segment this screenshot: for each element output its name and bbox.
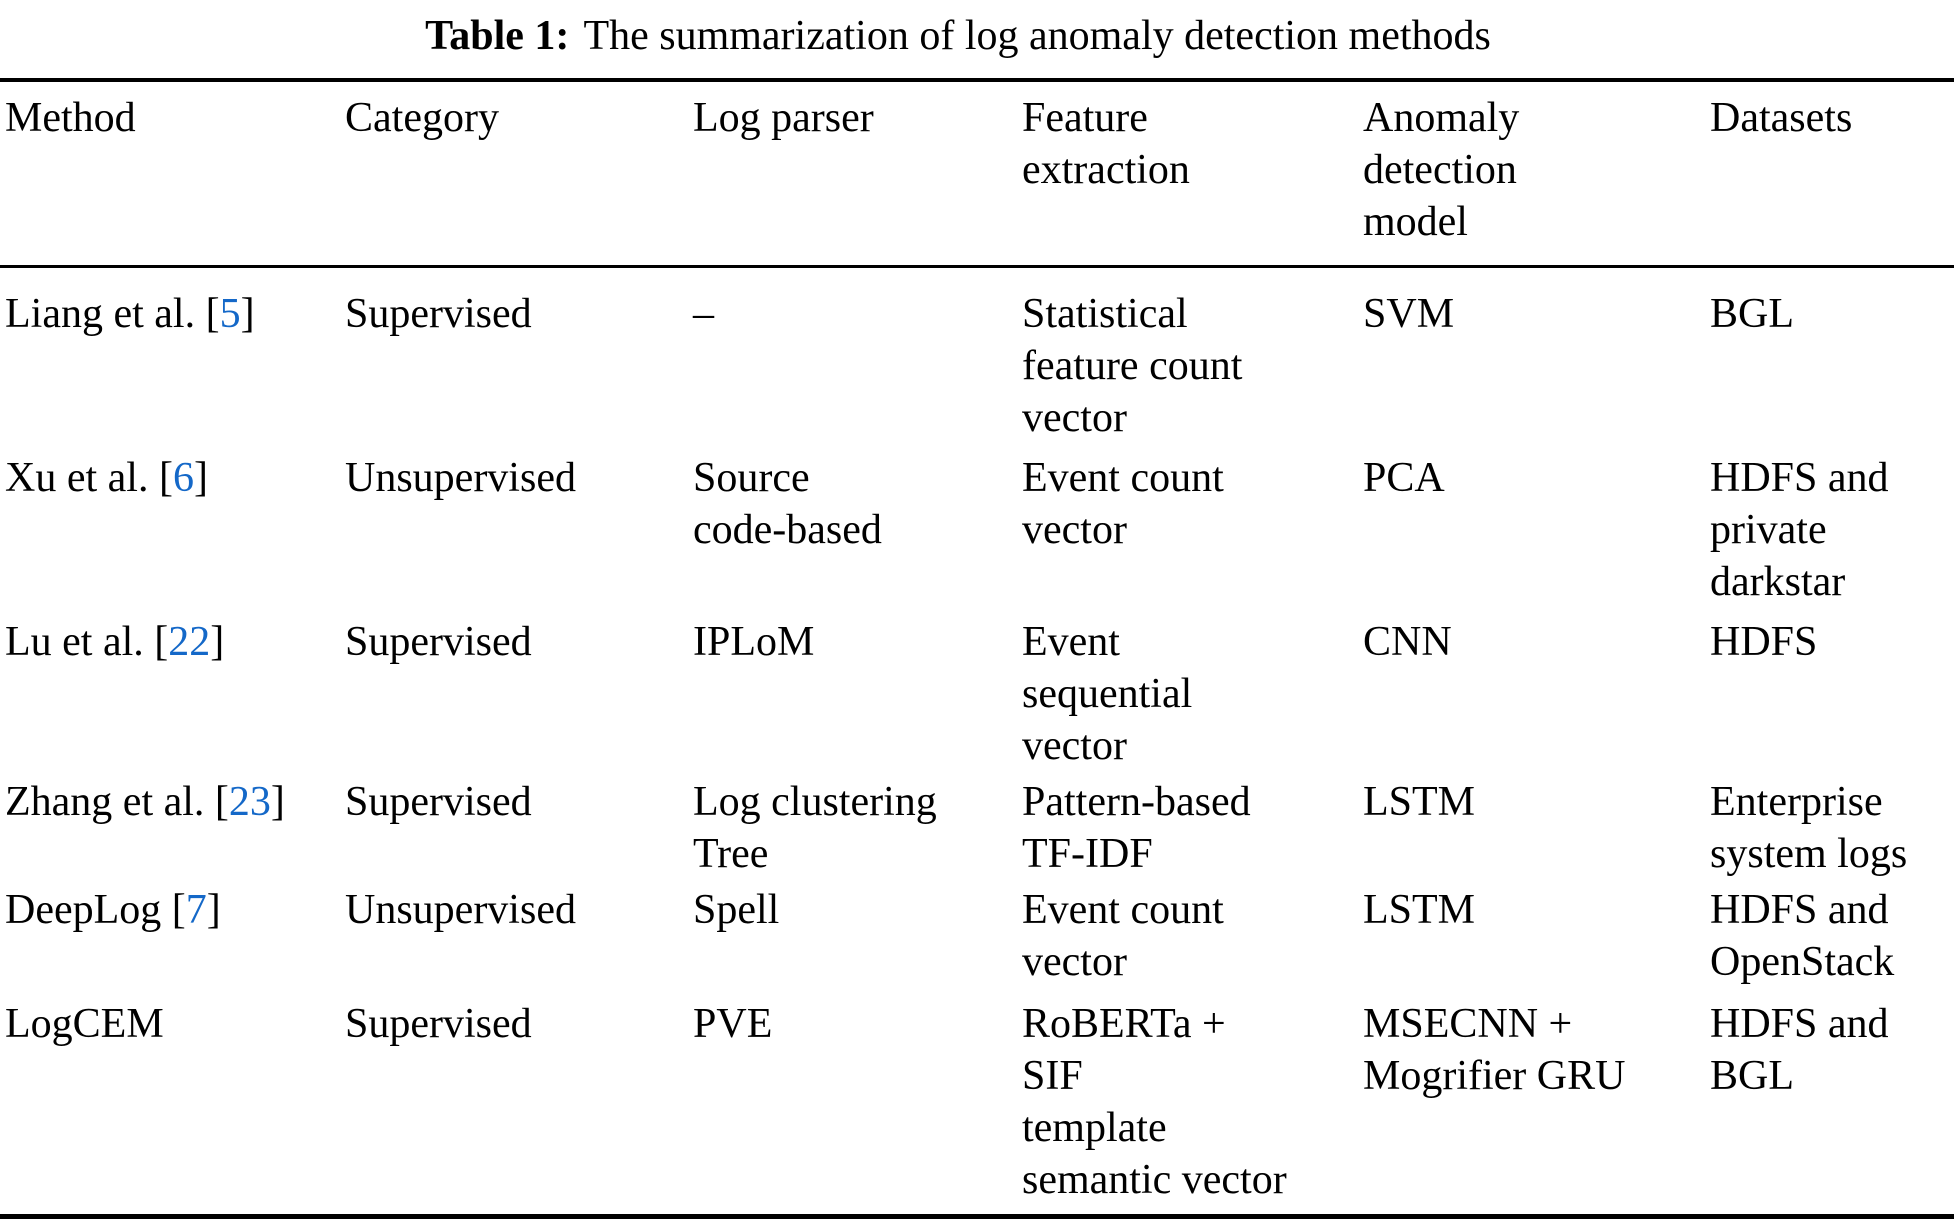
feature-extraction-cell: Pattern-based TF-IDF	[1022, 779, 1251, 877]
table-row: Liang et al. [5] Supervised – Statistica…	[0, 267, 1954, 445]
col-header-feature-extraction: Feature extraction	[1017, 80, 1358, 268]
method-name: Lu et al. [	[5, 619, 169, 665]
method-bracket: ]	[206, 887, 221, 933]
method-name: DeepLog [	[5, 887, 186, 933]
datasets-cell: Enterprise system logs	[1710, 779, 1908, 877]
caption-label: Table 1:	[425, 13, 570, 59]
method-cell: Zhang et al. [23]	[0, 772, 340, 880]
method-name: Liang et al. [	[5, 291, 220, 337]
col-header-category: Category	[340, 80, 688, 268]
datasets-cell: HDFS and private darkstar	[1710, 455, 1889, 605]
col-header-method: Method	[0, 80, 340, 268]
table-row: DeepLog [7] Unsupervised Spell Event cou…	[0, 880, 1954, 988]
table-row: Lu et al. [22] Supervised IPLoM Event se…	[0, 608, 1954, 772]
category-cell: Supervised	[345, 619, 532, 665]
datasets-cell: HDFS	[1710, 619, 1818, 665]
log-parser-cell: Source code-based	[693, 455, 882, 553]
category-cell: Supervised	[345, 779, 532, 825]
method-cell: Lu et al. [22]	[0, 608, 340, 772]
model-cell: MSECNN + Mogrifier GRU	[1363, 1001, 1626, 1099]
method-cell: Liang et al. [5]	[0, 267, 340, 445]
table-row: LogCEM Supervised PVE RoBERTa + SIF temp…	[0, 988, 1954, 1217]
feature-extraction-cell: Statistical feature count vector	[1022, 291, 1243, 441]
log-parser-cell: IPLoM	[693, 619, 815, 665]
caption-text: The summarization of log anomaly detecti…	[583, 13, 1491, 59]
model-cell: PCA	[1363, 455, 1445, 501]
citation-link[interactable]: 6	[172, 455, 194, 501]
citation-link[interactable]: 7	[185, 887, 207, 933]
model-cell: SVM	[1363, 291, 1455, 337]
model-cell: LSTM	[1363, 779, 1476, 825]
method-cell: LogCEM	[0, 988, 340, 1217]
method-name: Xu et al. [	[5, 455, 173, 501]
method-cell: DeepLog [7]	[0, 880, 340, 988]
feature-extraction-cell: Event sequential vector	[1022, 619, 1193, 769]
table-caption: Table 1: The summarization of log anomaly…	[0, 0, 1954, 62]
table-row: Zhang et al. [23] Supervised Log cluster…	[0, 772, 1954, 880]
method-bracket: ]	[193, 455, 208, 501]
model-cell: CNN	[1363, 619, 1452, 665]
method-name: Zhang et al. [	[5, 779, 229, 825]
col-header-anomaly-detection-model: Anomaly detection model	[1358, 80, 1705, 268]
method-bracket: ]	[240, 291, 255, 337]
feature-extraction-cell: Event count vector	[1022, 887, 1224, 985]
col-header-log-parser: Log parser	[688, 80, 1017, 268]
method-bracket: ]	[270, 779, 285, 825]
method-name: LogCEM	[5, 1001, 164, 1047]
category-cell: Unsupervised	[345, 887, 576, 933]
citation-link[interactable]: 22	[168, 619, 211, 665]
method-bracket: ]	[210, 619, 225, 665]
header-row: Method Category Log parser Feature extra…	[0, 80, 1954, 268]
log-parser-cell: Spell	[693, 887, 780, 933]
citation-link[interactable]: 5	[219, 291, 241, 337]
datasets-cell: HDFS and BGL	[1710, 1001, 1889, 1099]
method-cell: Xu et al. [6]	[0, 444, 340, 608]
log-parser-cell: PVE	[693, 1001, 773, 1047]
category-cell: Unsupervised	[345, 455, 576, 501]
datasets-cell: BGL	[1710, 291, 1794, 337]
table-row: Xu et al. [6] Unsupervised Source code-b…	[0, 444, 1954, 608]
summary-table: Method Category Log parser Feature extra…	[0, 78, 1954, 1219]
feature-extraction-cell: RoBERTa + SIF template semantic vector	[1022, 1001, 1287, 1203]
category-cell: Supervised	[345, 291, 532, 337]
datasets-cell: HDFS and OpenStack	[1710, 887, 1895, 985]
log-parser-cell: –	[693, 291, 714, 337]
feature-extraction-cell: Event count vector	[1022, 455, 1224, 553]
category-cell: Supervised	[345, 1001, 532, 1047]
col-header-datasets: Datasets	[1705, 80, 1954, 268]
log-parser-cell: Log clustering Tree	[693, 779, 937, 877]
model-cell: LSTM	[1363, 887, 1476, 933]
citation-link[interactable]: 23	[228, 779, 271, 825]
